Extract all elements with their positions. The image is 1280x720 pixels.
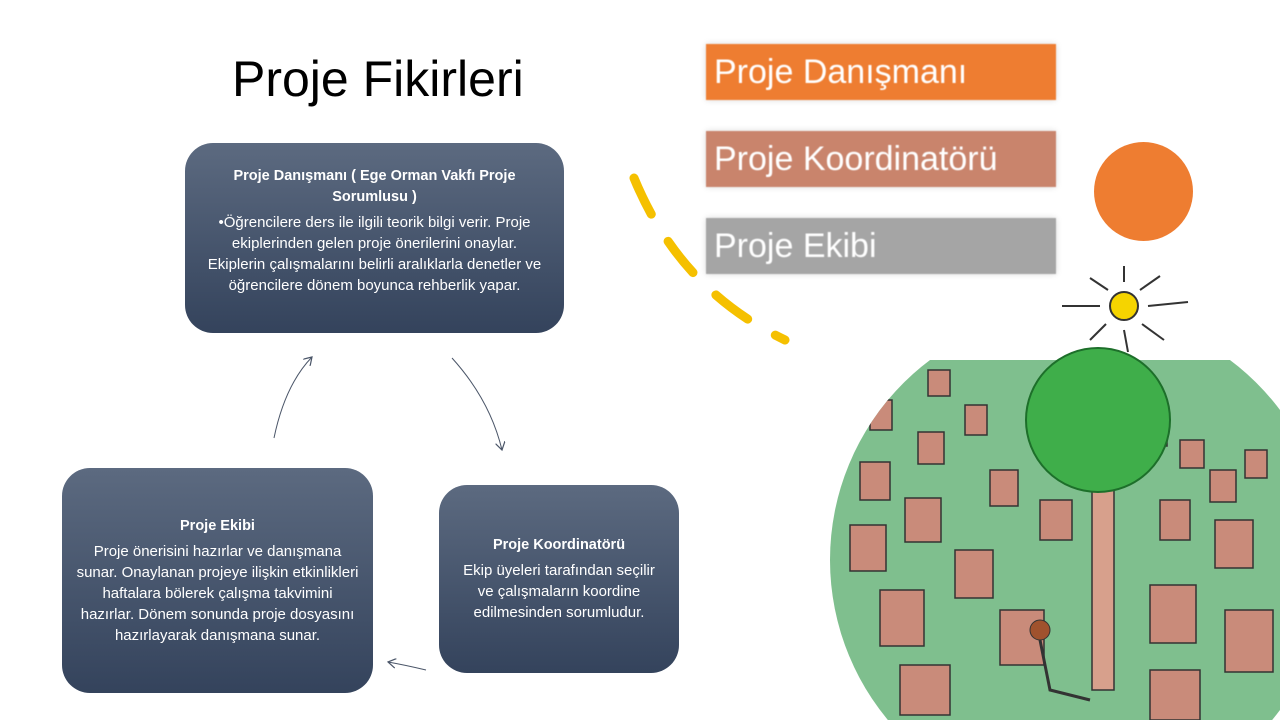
- slide-title: Proje Fikirleri: [232, 51, 524, 107]
- cycle-arrow-advisor-to-coordinator: [451, 357, 502, 450]
- sun-icon: [1062, 266, 1189, 353]
- advisor-box: Proje Danışmanı ( Ege Orman Vakfı Proje …: [185, 143, 564, 333]
- cycle-arrow-coordinator-to-team: [388, 662, 427, 671]
- deforestation-illustration: [830, 266, 1280, 720]
- coordinator-body: Ekip üyeleri tarafından seçilir ve çalış…: [463, 562, 655, 621]
- legend-advisor: Proje Danışmanı: [706, 44, 1056, 100]
- dashed-arc: [629, 173, 790, 345]
- team-heading: Proje Ekibi: [180, 517, 255, 534]
- legend-coordinator-label: Proje Koordinatörü: [714, 140, 998, 178]
- cycle-arrow-team-to-advisor: [273, 357, 312, 439]
- legend-advisor-label: Proje Danışmanı: [714, 53, 968, 91]
- advisor-heading: Proje Danışmanı ( Ege Orman Vakfı Proje …: [233, 168, 516, 205]
- legend-coordinator: Proje Koordinatörü: [706, 131, 1056, 187]
- legend-team: Proje Ekibi: [706, 218, 1056, 274]
- advisor-body: •Öğrencilere ders ile ilgili teorik bilg…: [207, 214, 542, 294]
- orange-circle: [1094, 142, 1193, 241]
- team-box: Proje Ekibi Proje önerisini hazırlar ve …: [62, 468, 373, 693]
- team-body: Proje önerisini hazırlar ve danışmana su…: [76, 542, 359, 644]
- legend-team-label: Proje Ekibi: [714, 227, 877, 265]
- coordinator-heading: Proje Koordinatörü: [492, 537, 626, 553]
- coordinator-box: Proje Koordinatörü Ekip üyeleri tarafınd…: [439, 485, 679, 673]
